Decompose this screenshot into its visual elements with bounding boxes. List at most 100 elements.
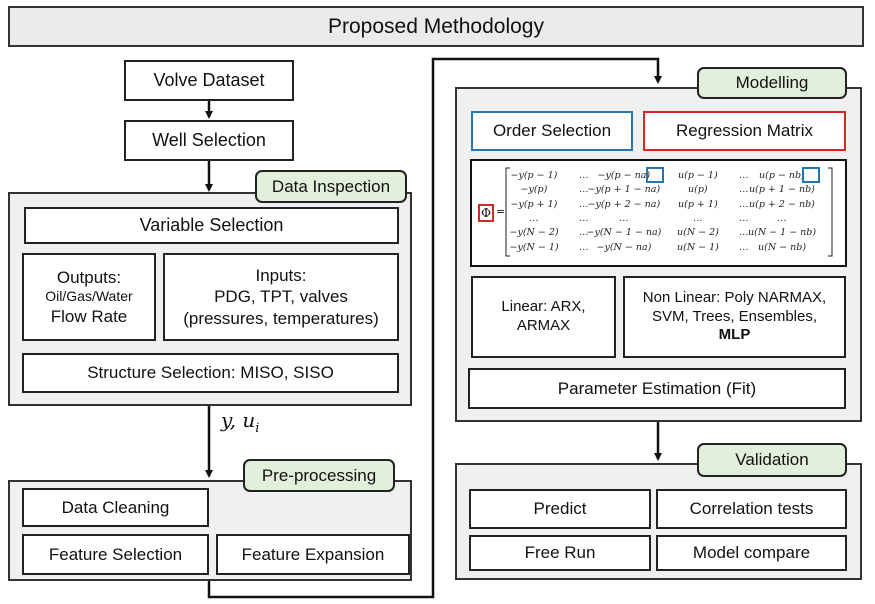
matrix-cell: −y(N − 1 − na): [586, 227, 662, 239]
predict-box: Predict: [469, 489, 651, 529]
matrix-cell: u(N − 2): [677, 227, 719, 239]
matrix-cell: −y(p − 1): [510, 170, 558, 181]
page-title-text: Proposed Methodology: [328, 14, 544, 38]
outputs-box: Outputs: Oil/Gas/Water Flow Rate: [22, 253, 156, 341]
matrix-cell: …: [739, 241, 749, 253]
validation-tag-label: Validation: [735, 450, 809, 469]
inputs-line-1: Inputs:: [255, 266, 307, 286]
matrix-cell: u(p + 2 − nb): [749, 198, 815, 210]
matrix-cell: …: [739, 212, 749, 224]
preprocessing-tag: Pre-processing: [243, 459, 395, 492]
matrix-cell: −y(N − na): [596, 241, 652, 253]
linear-line-2: ARMAX: [516, 317, 571, 334]
regression-matrix-equation: Φ = −y(p − 1)…−y(p − na)u(p − 1)…u(p − n…: [470, 159, 847, 267]
matrix-cell: …: [579, 227, 589, 239]
feature-expansion-box: Feature Expansion: [216, 534, 410, 575]
phi-symbol: Φ: [478, 204, 494, 222]
na-highlight: [646, 167, 664, 183]
matrix-cell: u(p): [688, 184, 708, 196]
matrix-brackets: [505, 167, 833, 257]
matrix-cell: …: [529, 212, 539, 224]
matrix-cell: …: [739, 227, 749, 239]
inputs-box: Inputs: PDG, TPT, valves (pressures, tem…: [163, 253, 399, 341]
nonlinear-line-3: MLP: [718, 326, 751, 344]
free-run-box: Free Run: [469, 535, 651, 571]
correlation-tests-label: Correlation tests: [689, 499, 814, 519]
matrix-cell: −y(p + 1): [510, 198, 558, 210]
free-run-label: Free Run: [524, 543, 596, 563]
nonlinear-line-1: Non Linear: Poly NARMAX,: [642, 288, 827, 306]
order-selection-box: Order Selection: [471, 111, 633, 151]
matrix-cell: −y(p): [520, 184, 548, 196]
matrix-cell: …: [619, 212, 629, 224]
matrix-cell: −y(p + 1 − na): [587, 184, 661, 196]
outputs-line-2: Oil/Gas/Water: [45, 288, 133, 305]
signal-label-subscript: i: [255, 421, 260, 436]
modelling-tag-label: Modelling: [735, 73, 809, 92]
matrix-cell: u(N − nb): [758, 241, 807, 253]
matrix-cell: u(p − 1): [678, 170, 718, 181]
data-inspection-tag-label: Data Inspection: [271, 176, 391, 196]
matrix-cell: …: [739, 170, 749, 181]
linear-line-1: Linear: ARX,: [501, 298, 586, 316]
feature-selection-box: Feature Selection: [22, 534, 209, 575]
equals-sign: =: [496, 205, 505, 218]
matrix-cell: …: [579, 184, 589, 196]
outputs-line-1: Outputs:: [56, 268, 122, 287]
feature-selection-label: Feature Selection: [48, 544, 183, 564]
matrix-cell: −y(N − 1): [509, 241, 559, 253]
matrix-cell: −y(p + 2 − na): [587, 198, 661, 210]
line-preprocessing-to-modelling: [207, 57, 662, 599]
matrix-cell: u(p + 1): [678, 198, 718, 210]
model-compare-box: Model compare: [656, 535, 847, 571]
signal-label: y, ui: [221, 408, 259, 436]
matrix-cell: u(p + 1 − nb): [749, 184, 815, 196]
matrix-cell: …: [579, 198, 589, 210]
inputs-line-2: PDG, TPT, valves: [214, 287, 348, 307]
variable-selection-label: Variable Selection: [139, 215, 284, 236]
data-inspection-tag: Data Inspection: [255, 170, 407, 203]
outputs-line-3: Flow Rate: [50, 306, 128, 326]
volve-dataset-label: Volve Dataset: [153, 70, 265, 91]
matrix-cell: …: [579, 241, 589, 253]
phi-symbol-text: Φ: [481, 206, 491, 220]
equals-sign-text: =: [496, 205, 506, 218]
regression-matrix-box: Regression Matrix: [643, 111, 846, 151]
preprocessing-tag-label: Pre-processing: [261, 465, 377, 485]
regression-matrix-label: Regression Matrix: [676, 121, 813, 141]
linear-models-box: Linear: ARX, ARMAX: [471, 276, 616, 358]
nonlinear-line-2: SVM, Trees, Ensembles,: [651, 307, 818, 325]
matrix-cell: …: [739, 198, 749, 210]
well-selection-label: Well Selection: [152, 130, 266, 151]
matrix-cell: …: [777, 212, 787, 224]
matrix-cell: u(N − 1 − nb): [748, 227, 817, 239]
page-title: Proposed Methodology: [8, 6, 864, 47]
nb-highlight: [802, 167, 820, 183]
structure-selection-label: Structure Selection: MISO, SISO: [87, 363, 334, 383]
matrix-cell: …: [739, 184, 749, 196]
inputs-line-3: (pressures, temperatures): [183, 308, 379, 328]
correlation-tests-box: Correlation tests: [656, 489, 847, 529]
validation-tag: Validation: [697, 443, 847, 477]
modelling-tag: Modelling: [697, 67, 847, 99]
well-selection-box: Well Selection: [124, 120, 294, 161]
parameter-estimation-box: Parameter Estimation (Fit): [468, 368, 846, 409]
predict-label: Predict: [533, 499, 587, 519]
feature-expansion-label: Feature Expansion: [241, 544, 385, 564]
nonlinear-models-box: Non Linear: Poly NARMAX, SVM, Trees, Ens…: [623, 276, 846, 358]
data-cleaning-label: Data Cleaning: [61, 497, 170, 517]
data-cleaning-box: Data Cleaning: [22, 488, 209, 527]
structure-selection-box: Structure Selection: MISO, SISO: [22, 353, 399, 393]
matrix-cell: …: [693, 212, 703, 224]
matrix-cell: u(p − nb): [759, 170, 805, 181]
matrix-cell: …: [579, 212, 589, 224]
signal-label-main: y, u: [221, 408, 256, 432]
model-compare-label: Model compare: [692, 543, 811, 563]
matrix-cell: −y(N − 2): [509, 227, 559, 239]
matrix-cell: …: [579, 170, 589, 181]
variable-selection-box: Variable Selection: [24, 207, 399, 244]
parameter-estimation-label: Parameter Estimation (Fit): [557, 378, 757, 398]
volve-dataset-box: Volve Dataset: [124, 60, 294, 101]
matrix-cell: u(N − 1): [677, 241, 719, 253]
